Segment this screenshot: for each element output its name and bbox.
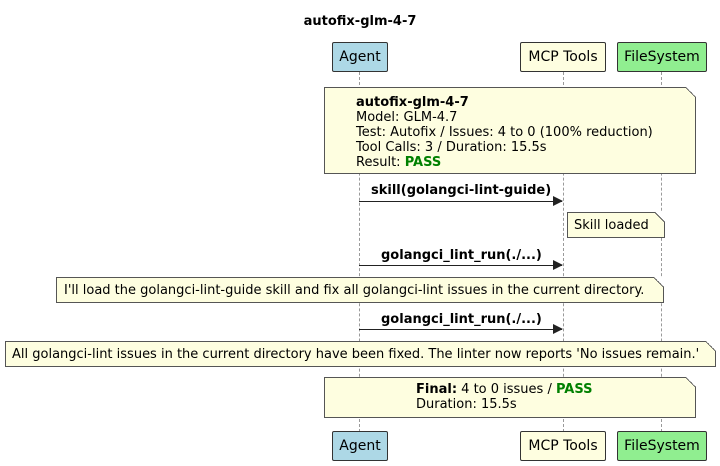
done-note: All golangci-lint issues in the current … (5, 341, 716, 367)
skill-loaded-text: Skill loaded (574, 218, 649, 233)
summary-note-heading: autofix-glm-4-7 (356, 95, 469, 110)
done-note-text: All golangci-lint issues in the current … (12, 347, 700, 362)
participant-filesystem-label: FileSystem (624, 49, 700, 65)
participant-mcp-tools-top: MCP Tools (520, 42, 606, 72)
lifeline-agent (359, 72, 360, 432)
summary-note: autofix-glm-4-7 Model: GLM-4.7 Test: Aut… (324, 87, 696, 174)
plan-note: I'll load the golangci-lint-guide skill … (56, 277, 664, 303)
summary-note-calls: Tool Calls: 3 / Duration: 15.5s (356, 140, 547, 155)
diagram-title: autofix-glm-4-7 (303, 14, 417, 29)
participant-agent-label: Agent (339, 49, 381, 65)
lifeline-mcp-tools (563, 72, 564, 432)
summary-note-result-prefix: Result: (356, 155, 405, 170)
summary-note-result-value: PASS (404, 155, 442, 170)
message-label-3: golangci_lint_run(./...) (381, 312, 542, 327)
final-note-pass: PASS (555, 382, 593, 397)
participant-agent-top: Agent (332, 42, 388, 72)
participant-filesystem-label: FileSystem (624, 438, 700, 454)
message-arrow-1 (359, 196, 563, 206)
final-note-duration: Duration: 15.5s (416, 397, 517, 412)
final-note-text: 4 to 0 issues / (457, 382, 556, 397)
summary-note-result: Result: PASS (356, 155, 695, 170)
participant-filesystem-bottom: FileSystem (617, 431, 707, 461)
final-note: Final: 4 to 0 issues / PASS Duration: 15… (324, 377, 696, 418)
participant-agent-label: Agent (339, 438, 381, 454)
summary-note-test: Test: Autofix / Issues: 4 to 0 (100% red… (356, 125, 653, 140)
participant-agent-bottom: Agent (332, 431, 388, 461)
message-label-1: skill(golangci-lint-guide) (371, 183, 552, 198)
summary-note-model: Model: GLM-4.7 (356, 110, 458, 125)
skill-loaded-note: Skill loaded (567, 212, 665, 238)
message-arrow-3 (359, 324, 563, 334)
participant-mcp-tools-label: MCP Tools (528, 438, 598, 454)
final-note-label: Final: (416, 382, 458, 397)
participant-filesystem-top: FileSystem (617, 42, 707, 72)
final-note-summary: Final: 4 to 0 issues / PASS (416, 382, 695, 397)
participant-mcp-tools-label: MCP Tools (528, 49, 598, 65)
plan-note-text: I'll load the golangci-lint-guide skill … (64, 283, 645, 298)
message-label-2: golangci_lint_run(./...) (381, 248, 542, 263)
lifeline-filesystem (661, 72, 662, 432)
message-arrow-2 (359, 260, 563, 270)
participant-mcp-tools-bottom: MCP Tools (520, 431, 606, 461)
